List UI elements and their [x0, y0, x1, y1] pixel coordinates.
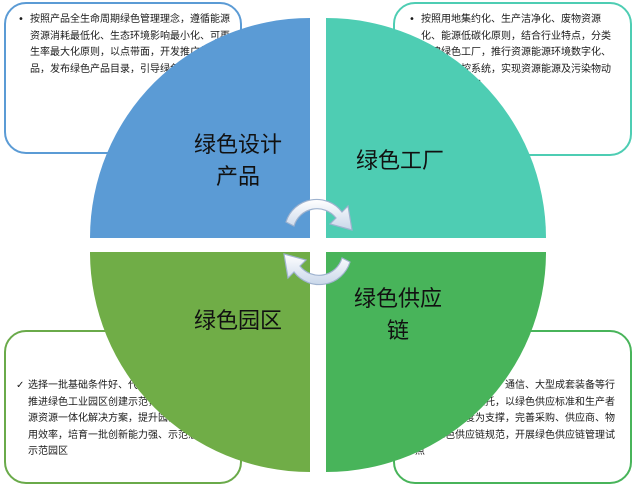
- design-products-description: 按照产品全生命周期绿色管理理念，遵循能源资源消耗最低化、生态环境影响最小化、可再…: [30, 14, 230, 75]
- green-supply-chain-description: 以汽车、电子电器、通信、大型成套装备等行业龙头企业为依托，以绿色供应标准和生产者…: [415, 380, 615, 457]
- bullet-mark: •: [18, 14, 24, 25]
- check-mark: ✓: [16, 380, 25, 391]
- green-park-description: 选择一批基础条件好、代表性强的工业园区，推进绿色工业园区创建示范，推行园区综合能…: [28, 380, 228, 457]
- quadrant-label-green-factory: 绿色工厂: [340, 146, 460, 178]
- cycle-arrows-icon: [283, 198, 353, 286]
- quadrant-label-line: 产品: [215, 165, 260, 190]
- quadrant-label-green-supply-chain: 绿色供应 链: [338, 284, 458, 348]
- bullet-mark: •: [409, 14, 415, 25]
- quadrant-bottom-right: [326, 252, 546, 472]
- quadrant-label-line: 绿色园区: [193, 309, 282, 334]
- quadrant-label-line: 绿色工厂: [355, 149, 444, 174]
- quadrant-bottom-left: [90, 252, 310, 472]
- quadrant-label-green-design-products: 绿色设计 产品: [178, 130, 298, 194]
- quadrant-top-left: [90, 18, 310, 238]
- quadrant-label-line: 链: [386, 319, 409, 344]
- quadrant-top-right: [326, 18, 546, 238]
- quadrant-label-green-park: 绿色园区: [178, 306, 298, 338]
- quadrant-label-line: 绿色供应: [353, 287, 442, 312]
- quadrant-label-line: 绿色设计: [193, 133, 282, 158]
